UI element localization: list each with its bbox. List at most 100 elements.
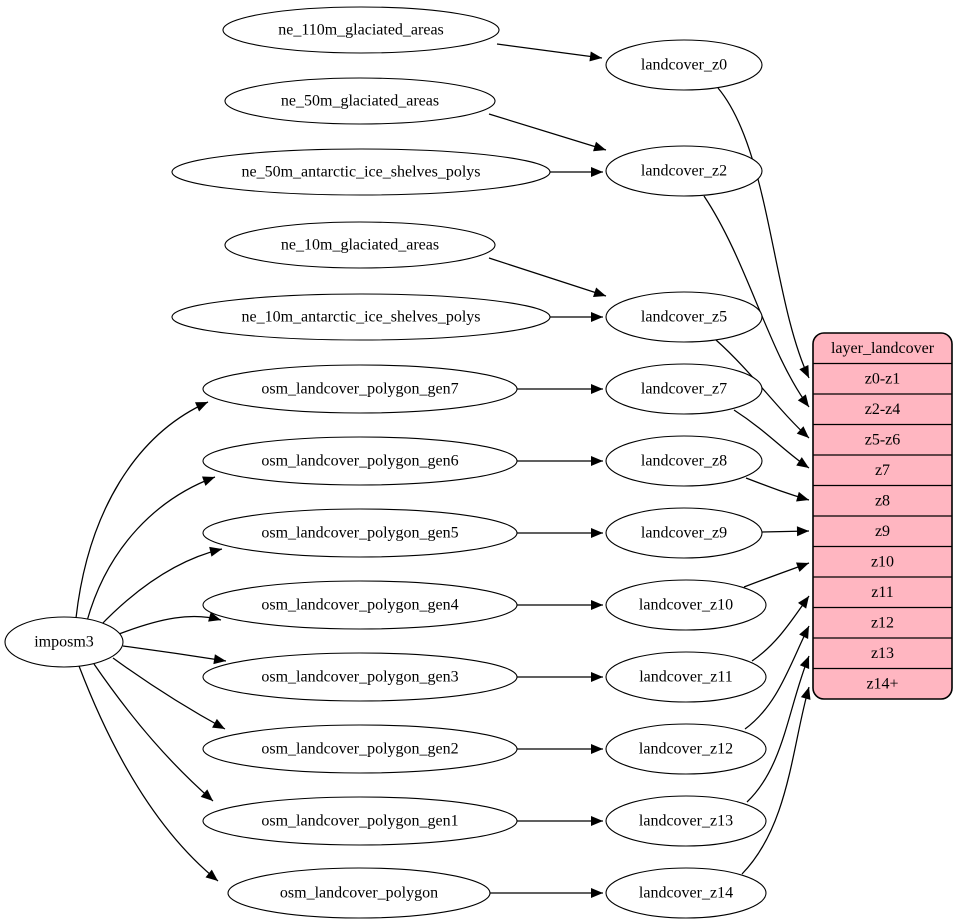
node-landcover_z7-label: landcover_z7 bbox=[641, 381, 727, 398]
node-landcover_z14: landcover_z14 bbox=[605, 867, 767, 919]
node-ne_110m_glaciated_areas-label: ne_110m_glaciated_areas bbox=[278, 22, 444, 39]
node-landcover_z11-label: landcover_z11 bbox=[639, 669, 733, 686]
table-row-z2-z4: z2-z4 bbox=[865, 401, 901, 418]
node-landcover_z0-ellipse bbox=[605, 39, 763, 91]
table-layer_landcover: layer_landcoverz0-z1z2-z4z5-z6z7z8z9z10z… bbox=[812, 332, 953, 700]
node-ne_10m_glaciated_areas-label: ne_10m_glaciated_areas bbox=[281, 237, 439, 254]
table-row-z7: z7 bbox=[875, 462, 890, 479]
node-landcover_z10-label: landcover_z10 bbox=[639, 597, 733, 614]
node-landcover_z9: landcover_z9 bbox=[605, 507, 763, 559]
node-landcover_z12: landcover_z12 bbox=[605, 723, 767, 775]
edge-imposm3-to-osm_landcover_polygon_gen4 bbox=[118, 611, 222, 635]
node-osm_landcover_polygon_gen6: osm_landcover_polygon_gen6 bbox=[202, 436, 518, 486]
edge-ne_10m_glaciated_areas-to-landcover_z5 bbox=[488, 257, 607, 298]
edge-imposm3-to-osm_landcover_polygon bbox=[78, 665, 219, 882]
node-osm_landcover_polygon_gen4-label: osm_landcover_polygon_gen4 bbox=[261, 597, 458, 614]
node-landcover_z10-ellipse bbox=[605, 579, 767, 631]
node-osm_landcover_polygon_gen5-ellipse bbox=[202, 508, 518, 558]
edge-imposm3-to-osm_landcover_polygon_gen5 bbox=[98, 546, 223, 628]
node-ne_50m_glaciated_areas-label: ne_50m_glaciated_areas bbox=[281, 93, 439, 110]
table-row-z14+: z14+ bbox=[866, 675, 898, 692]
node-osm_landcover_polygon_gen2: osm_landcover_polygon_gen2 bbox=[202, 724, 518, 774]
node-ne_10m_antarctic_ice_shelves_polys-ellipse bbox=[171, 293, 551, 341]
node-landcover_z0-label: landcover_z0 bbox=[641, 57, 727, 74]
node-landcover_z8-ellipse bbox=[605, 435, 763, 487]
node-landcover_z2-label: landcover_z2 bbox=[641, 163, 727, 180]
node-osm_landcover_polygon_gen1-ellipse bbox=[202, 796, 518, 846]
node-ne_50m_antarctic_ice_shelves_polys-ellipse bbox=[171, 148, 551, 196]
node-landcover_z5-label: landcover_z5 bbox=[641, 309, 727, 326]
node-osm_landcover_polygon_gen3: osm_landcover_polygon_gen3 bbox=[202, 652, 518, 702]
table-row-z5-z6: z5-z6 bbox=[865, 431, 901, 448]
table-row-z0-z1: z0-z1 bbox=[865, 370, 901, 387]
node-ne_50m_antarctic_ice_shelves_polys: ne_50m_antarctic_ice_shelves_polys bbox=[171, 148, 551, 196]
node-landcover_z5: landcover_z5 bbox=[605, 291, 763, 343]
node-osm_landcover_polygon_gen7-label: osm_landcover_polygon_gen7 bbox=[261, 381, 458, 398]
node-osm_landcover_polygon: osm_landcover_polygon bbox=[227, 867, 491, 919]
edge-imposm3-to-osm_landcover_polygon_gen2 bbox=[112, 657, 226, 730]
table-row-z9: z9 bbox=[875, 523, 890, 540]
node-landcover_z11-ellipse bbox=[605, 651, 767, 703]
node-osm_landcover_polygon_gen3-label: osm_landcover_polygon_gen3 bbox=[261, 669, 458, 686]
node-osm_landcover_polygon_gen5: osm_landcover_polygon_gen5 bbox=[202, 508, 518, 558]
node-landcover_z10: landcover_z10 bbox=[605, 579, 767, 631]
node-ne_10m_antarctic_ice_shelves_polys: ne_10m_antarctic_ice_shelves_polys bbox=[171, 293, 551, 341]
node-landcover_z11: landcover_z11 bbox=[605, 651, 767, 703]
edge-imposm3-to-osm_landcover_polygon_gen7 bbox=[75, 401, 209, 619]
node-landcover_z9-label: landcover_z9 bbox=[641, 525, 727, 542]
edge-imposm3-to-osm_landcover_polygon_gen6 bbox=[86, 476, 216, 622]
node-ne_10m_glaciated_areas: ne_10m_glaciated_areas bbox=[224, 221, 496, 269]
node-landcover_z13-ellipse bbox=[605, 795, 767, 847]
node-imposm3-label: imposm3 bbox=[34, 634, 94, 651]
node-osm_landcover_polygon_gen2-label: osm_landcover_polygon_gen2 bbox=[261, 741, 458, 758]
node-osm_landcover_polygon-ellipse bbox=[227, 867, 491, 919]
node-landcover_z12-label: landcover_z12 bbox=[639, 741, 733, 758]
node-osm_landcover_polygon_gen7: osm_landcover_polygon_gen7 bbox=[202, 364, 518, 414]
edge-landcover_z12-to-layer_landcover-z12 bbox=[744, 625, 810, 730]
node-ne_50m_glaciated_areas: ne_50m_glaciated_areas bbox=[224, 77, 496, 125]
node-landcover_z0: landcover_z0 bbox=[605, 39, 763, 91]
edge-landcover_z2-to-layer_landcover-z2-z4 bbox=[703, 195, 810, 408]
node-osm_landcover_polygon_gen1: osm_landcover_polygon_gen1 bbox=[202, 796, 518, 846]
edge-landcover_z8-to-layer_landcover-z8 bbox=[745, 477, 810, 502]
edge-landcover_z0-to-layer_landcover-z0-z1 bbox=[717, 87, 810, 379]
node-landcover_z7: landcover_z7 bbox=[605, 363, 763, 415]
edge-ne_50m_glaciated_areas-to-landcover_z2 bbox=[488, 113, 607, 152]
node-ne_50m_antarctic_ice_shelves_polys-label: ne_50m_antarctic_ice_shelves_polys bbox=[241, 164, 480, 181]
node-landcover_z14-ellipse bbox=[605, 867, 767, 919]
node-osm_landcover_polygon_gen6-label: osm_landcover_polygon_gen6 bbox=[261, 453, 458, 470]
edge-ne_110m_glaciated_areas-to-landcover_z0 bbox=[496, 43, 603, 62]
node-landcover_z5-ellipse bbox=[605, 291, 763, 343]
node-ne_10m_glaciated_areas-ellipse bbox=[224, 221, 496, 269]
table-row-z8: z8 bbox=[875, 492, 890, 509]
node-imposm3: imposm3 bbox=[4, 616, 124, 668]
edge-imposm3-to-osm_landcover_polygon_gen3 bbox=[122, 645, 227, 665]
edge-landcover_z5-to-layer_landcover-z5-z6 bbox=[715, 339, 810, 439]
node-landcover_z8: landcover_z8 bbox=[605, 435, 763, 487]
node-landcover_z2-ellipse bbox=[605, 145, 763, 197]
table-row-z13: z13 bbox=[871, 645, 894, 662]
edge-landcover_z14-to-layer_landcover-z14+ bbox=[741, 686, 811, 875]
node-osm_landcover_polygon_gen7-ellipse bbox=[202, 364, 518, 414]
edge-landcover_z11-to-layer_landcover-z11 bbox=[751, 595, 810, 662]
node-landcover_z14-label: landcover_z14 bbox=[639, 885, 733, 902]
node-osm_landcover_polygon_gen3-ellipse bbox=[202, 652, 518, 702]
node-osm_landcover_polygon_gen4-ellipse bbox=[202, 580, 518, 630]
node-osm_landcover_polygon_gen2-ellipse bbox=[202, 724, 518, 774]
table-row-z11: z11 bbox=[871, 584, 894, 601]
node-osm_landcover_polygon_gen4: osm_landcover_polygon_gen4 bbox=[202, 580, 518, 630]
edge-imposm3-to-osm_landcover_polygon_gen1 bbox=[93, 663, 214, 802]
edge-landcover_z9-to-layer_landcover-z9 bbox=[759, 526, 810, 537]
node-imposm3-ellipse bbox=[4, 616, 124, 668]
node-landcover_z13: landcover_z13 bbox=[605, 795, 767, 847]
node-ne_110m_glaciated_areas-ellipse bbox=[222, 6, 500, 54]
node-osm_landcover_polygon_gen1-label: osm_landcover_polygon_gen1 bbox=[261, 813, 458, 830]
node-landcover_z12-ellipse bbox=[605, 723, 767, 775]
node-ne_50m_glaciated_areas-ellipse bbox=[224, 77, 496, 125]
table-row-z10: z10 bbox=[871, 553, 894, 570]
node-landcover_z7-ellipse bbox=[605, 363, 763, 415]
edge-landcover_z10-to-layer_landcover-z10 bbox=[743, 562, 810, 588]
node-osm_landcover_polygon_gen5-label: osm_landcover_polygon_gen5 bbox=[261, 525, 458, 542]
